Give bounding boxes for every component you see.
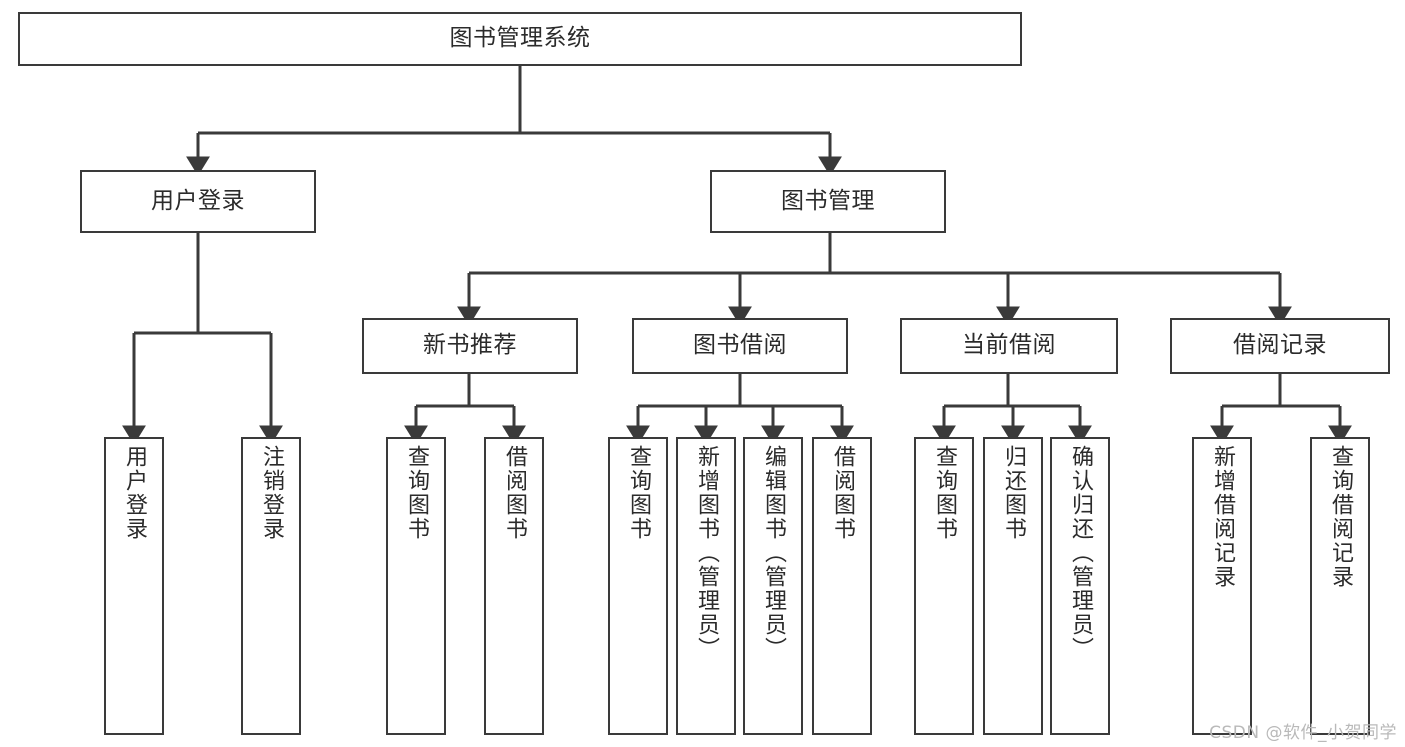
node-label: 编辑图书（管理员） [761,445,786,661]
node-leaf-query-book-recommend[interactable]: 查询图书 [386,437,446,735]
node-root-book-management-system[interactable]: 图书管理系统 [18,12,1022,66]
node-current-borrow[interactable]: 当前借阅 [900,318,1118,374]
node-label: 用户登录 [151,187,245,214]
node-book-manage[interactable]: 图书管理 [710,170,946,233]
node-label: 确认归还（管理员） [1068,445,1093,661]
node-label: 新增图书（管理员） [694,445,719,661]
node-label: 图书借阅 [693,332,787,359]
node-label: 借阅图书 [502,445,527,541]
node-label: 注销登录 [259,445,284,541]
node-new-book-recommend[interactable]: 新书推荐 [362,318,578,374]
node-label: 图书管理 [781,187,875,214]
node-label: 借阅记录 [1233,332,1327,359]
node-book-borrow[interactable]: 图书借阅 [632,318,848,374]
node-leaf-add-borrow-record[interactable]: 新增借阅记录 [1192,437,1252,735]
node-user-login[interactable]: 用户登录 [80,170,316,233]
node-label: 当前借阅 [962,332,1056,359]
node-leaf-add-book-admin[interactable]: 新增图书（管理员） [676,437,736,735]
node-leaf-query-book-current[interactable]: 查询图书 [914,437,974,735]
node-leaf-logout-login[interactable]: 注销登录 [241,437,301,735]
node-label: 查询借阅记录 [1328,445,1353,589]
node-leaf-borrow-book-recommend[interactable]: 借阅图书 [484,437,544,735]
node-label: 用户登录 [122,445,147,541]
node-label: 借阅图书 [830,445,855,541]
node-leaf-borrow-book[interactable]: 借阅图书 [812,437,872,735]
node-label: 新增借阅记录 [1210,445,1235,589]
node-label: 新书推荐 [423,332,517,359]
node-label: 图书管理系统 [449,25,591,52]
csdn-watermark: CSDN @软件_小贺同学 [1209,723,1397,743]
node-label: 查询图书 [626,445,651,541]
node-label: 归还图书 [1001,445,1026,541]
node-leaf-edit-book-admin[interactable]: 编辑图书（管理员） [743,437,803,735]
node-leaf-confirm-return-admin[interactable]: 确认归还（管理员） [1050,437,1110,735]
node-label: 查询图书 [932,445,957,541]
node-label: 查询图书 [404,445,429,541]
node-leaf-query-book-borrow[interactable]: 查询图书 [608,437,668,735]
node-borrow-record[interactable]: 借阅记录 [1170,318,1390,374]
node-leaf-query-borrow-record[interactable]: 查询借阅记录 [1310,437,1370,735]
node-leaf-return-book[interactable]: 归还图书 [983,437,1043,735]
node-leaf-user-login[interactable]: 用户登录 [104,437,164,735]
